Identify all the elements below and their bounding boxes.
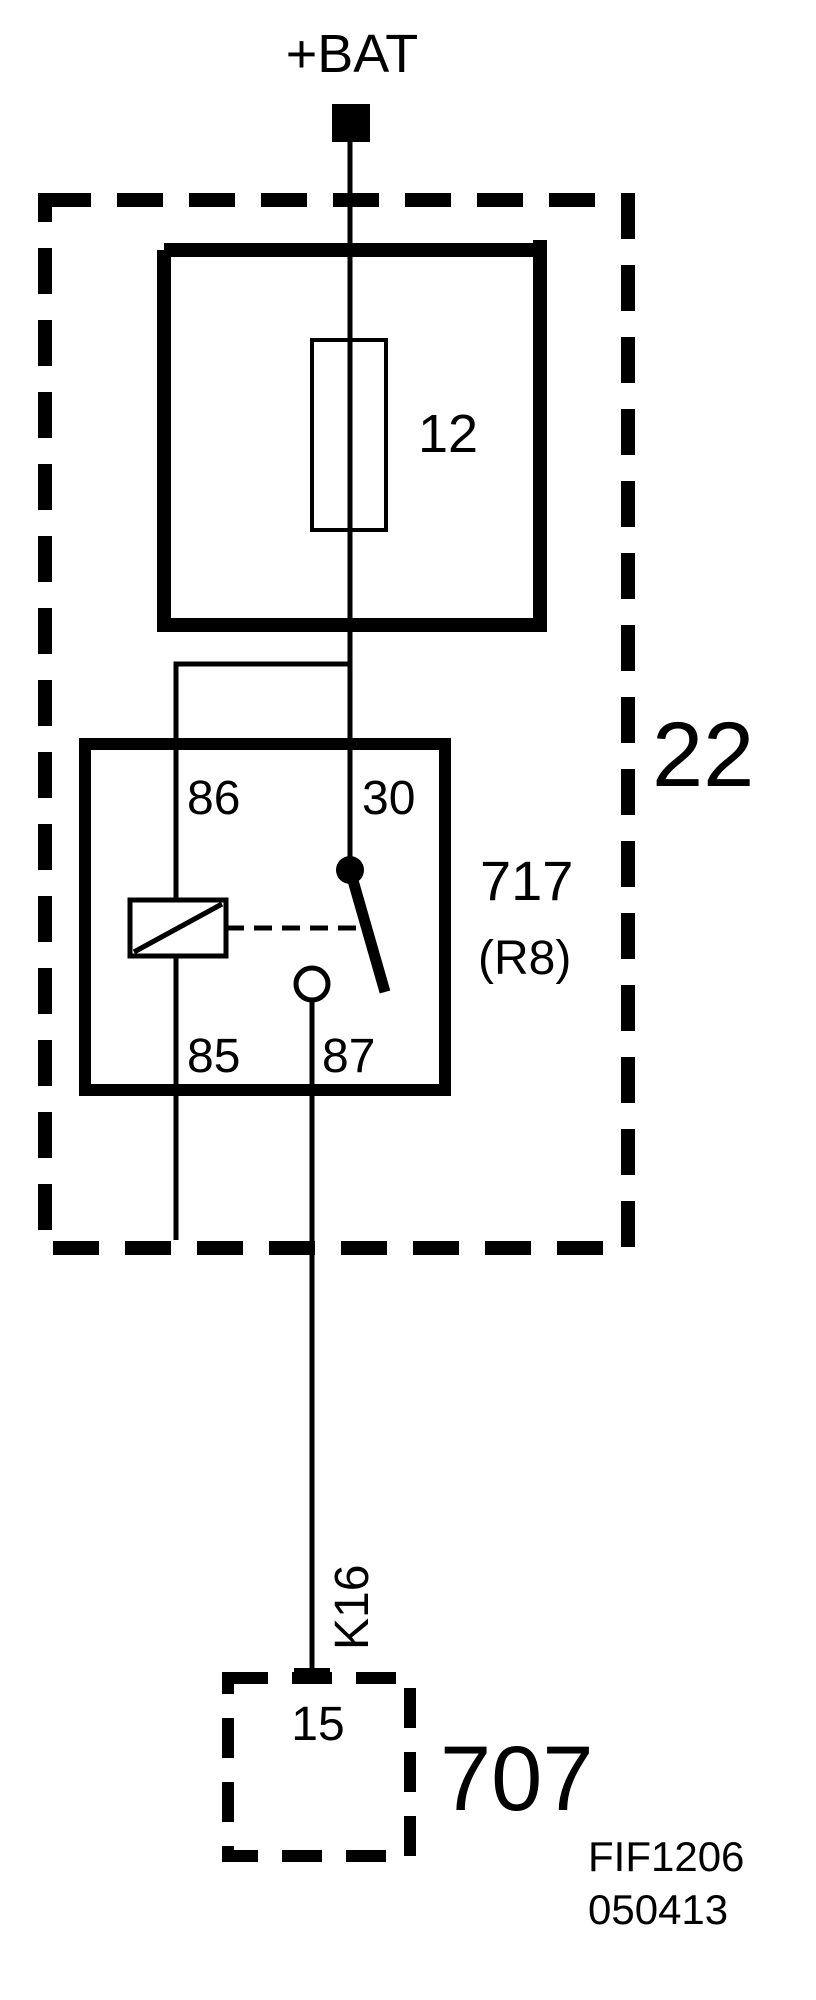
relay-switch-arm — [344, 868, 391, 994]
fuse-box-outline — [38, 193, 635, 1255]
relay-designation: (R8) — [478, 932, 571, 985]
date-code: 050413 — [588, 1886, 728, 1933]
figure-id: FIF1206 — [588, 1833, 744, 1880]
supply-label: +BAT — [286, 24, 419, 84]
fuse-box-number: 22 — [652, 704, 754, 806]
relay-coil-diagonal — [132, 901, 224, 955]
relay-terminal-87: 87 — [322, 1030, 375, 1083]
relay-contact-87 — [293, 965, 331, 1003]
fuse-number: 12 — [418, 404, 478, 464]
relay-terminal-30: 30 — [362, 772, 415, 825]
relay-outline — [79, 738, 451, 1096]
relay-terminal-86: 86 — [187, 772, 240, 825]
relay-number: 717 — [480, 849, 573, 912]
wire-code: K16 — [326, 1565, 379, 1650]
connector-outline — [222, 1672, 416, 1862]
connector-pin: 15 — [291, 1698, 344, 1751]
supply-terminal — [332, 104, 370, 142]
connector-number: 707 — [440, 1728, 594, 1830]
relay-terminal-85: 85 — [187, 1030, 240, 1083]
coil-feed-wire — [173, 661, 350, 1240]
